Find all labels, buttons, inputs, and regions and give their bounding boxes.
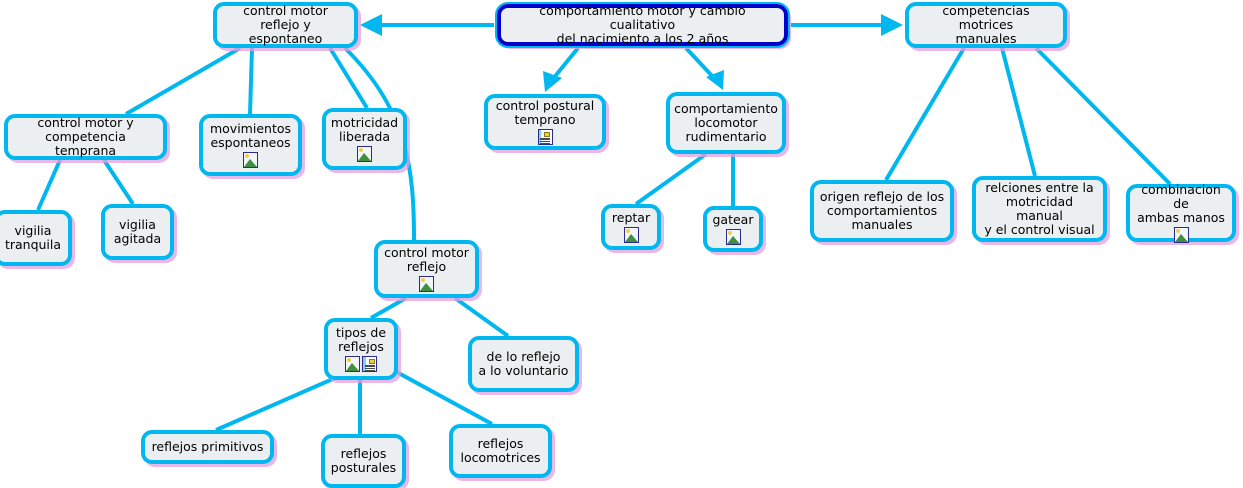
arrowhead-left xyxy=(360,14,382,36)
node-label: relciones entre la motricidad manual y e… xyxy=(984,180,1095,237)
node-vigilia-tranquila[interactable]: vigilia tranquila xyxy=(0,210,72,266)
edge-clr-to-reptar xyxy=(634,152,708,206)
node-icon-group[interactable] xyxy=(243,152,258,168)
node-vigilia-agitada[interactable]: vigilia agitada xyxy=(101,204,174,260)
node-icon-group[interactable] xyxy=(725,229,741,245)
node-icon-group[interactable] xyxy=(345,356,377,372)
node-label: reptar xyxy=(611,210,651,225)
node-reflejos-posturales[interactable]: reflejos posturales xyxy=(321,434,406,488)
image-icon xyxy=(1173,227,1189,243)
node-reflejos-locomotrices[interactable]: reflejos locomotrices xyxy=(449,424,552,478)
image-icon xyxy=(623,227,639,243)
node-tipos-de-reflejos[interactable]: tipos de reflejos xyxy=(324,318,398,380)
node-comportamiento-locomotor-rudimentario[interactable]: comportamiento locomotor rudimentario xyxy=(666,92,786,154)
arrowhead-down-clr xyxy=(706,70,724,90)
node-relaciones-motricidad-manual-control-visual[interactable]: relciones entre la motricidad manual y e… xyxy=(972,176,1107,242)
edge-cmct-to-vigt xyxy=(36,159,62,211)
node-label: control motor y competencia temprana xyxy=(37,115,134,158)
node-root[interactable]: comportamiento motor y cambio cualitativ… xyxy=(495,2,790,48)
node-label: combinacion de ambas manos xyxy=(1137,182,1225,225)
edge-root-to-clr xyxy=(684,46,716,80)
node-label: reflejos primitivos xyxy=(151,439,264,454)
node-control-motor-reflejo-y-espontaneo[interactable]: control motor reflejo y espontaneo xyxy=(213,2,358,48)
node-control-motor-reflejo[interactable]: control motor reflejo xyxy=(374,240,479,298)
node-label: de lo reflejo a lo voluntario xyxy=(478,349,569,378)
node-label: competencias motrices manuales xyxy=(942,3,1030,46)
node-reflejos-primitivos[interactable]: reflejos primitivos xyxy=(141,430,274,464)
node-reptar[interactable]: reptar xyxy=(601,204,661,250)
node-movimientos-espontaneos[interactable]: movimientos espontaneos xyxy=(199,114,302,176)
arrowhead-right xyxy=(881,14,903,36)
node-de-lo-reflejo-a-lo-voluntario[interactable]: de lo reflejo a lo voluntario xyxy=(468,336,579,392)
node-label: gatear xyxy=(712,212,754,227)
document-icon xyxy=(362,356,377,372)
node-icon-group[interactable] xyxy=(419,276,434,292)
edge-tipos-to-rprim xyxy=(215,376,336,432)
edge-root-to-cpt xyxy=(550,46,580,82)
node-combinacion-de-ambas-manos[interactable]: combinacion de ambas manos xyxy=(1126,182,1236,243)
node-label: control postural temprano xyxy=(495,98,595,127)
image-icon xyxy=(345,356,360,372)
edge-cmm-to-rel xyxy=(1000,47,1037,177)
node-icon-group[interactable] xyxy=(537,129,553,145)
image-icon xyxy=(243,152,258,168)
edge-cmm-to-orcm xyxy=(884,46,966,182)
node-icon-group[interactable] xyxy=(623,227,639,243)
node-motricidad-liberada[interactable]: motricidad liberada xyxy=(322,108,407,170)
node-label: control motor reflejo xyxy=(384,245,469,274)
node-label: reflejos locomotrices xyxy=(460,436,541,465)
node-label: motricidad liberada xyxy=(330,115,399,144)
document-icon xyxy=(537,129,553,145)
node-control-motor-y-competencia-temprana[interactable]: control motor y competencia temprana xyxy=(4,114,167,160)
node-competencias-motrices-manuales[interactable]: competencias motrices manuales xyxy=(905,2,1067,48)
edge-cmre-to-motl xyxy=(328,46,369,110)
image-icon xyxy=(419,276,434,292)
node-label: control motor reflejo y espontaneo xyxy=(243,3,328,46)
node-label: origen reflejo de los comportamientos ma… xyxy=(819,189,945,232)
arrowhead-down-cpt xyxy=(543,71,562,92)
node-label: reflejos posturales xyxy=(330,446,397,475)
node-icon-group[interactable] xyxy=(357,146,372,162)
node-label: tipos de reflejos xyxy=(335,325,387,354)
image-icon xyxy=(357,146,372,162)
edge-cmr-to-tipos xyxy=(370,296,407,320)
edge-cmre-to-cmct xyxy=(124,46,242,116)
node-gatear[interactable]: gatear xyxy=(703,206,763,252)
node-control-postural-temprano[interactable]: control postural temprano xyxy=(484,94,606,150)
node-label: vigilia tranquila xyxy=(4,223,62,252)
node-label: vigilia agitada xyxy=(113,217,162,246)
node-label: movimientos espontaneos xyxy=(209,121,292,150)
edge-cmct-to-viga xyxy=(102,158,135,206)
node-origen-reflejo-comportamientos-manuales[interactable]: origen reflejo de los comportamientos ma… xyxy=(810,180,954,242)
edge-cmre-to-mov xyxy=(248,47,254,115)
node-label: comportamiento motor y cambio cualitativ… xyxy=(539,3,746,46)
node-icon-group[interactable] xyxy=(1173,227,1189,243)
node-label: comportamiento locomotor rudimentario xyxy=(674,101,778,144)
edge-cmr-to-dlrv xyxy=(453,296,510,338)
image-icon xyxy=(725,229,741,245)
edge-cmm-to-camb xyxy=(1034,46,1172,186)
